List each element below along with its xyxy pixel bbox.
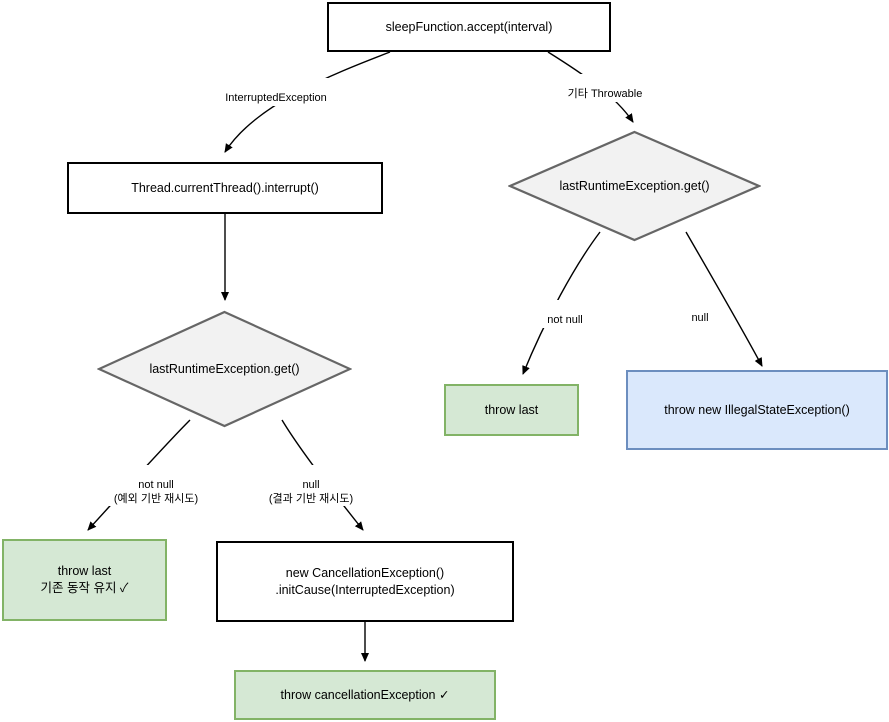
edge-label-left-null: null (결과 기반 재시도): [245, 465, 377, 507]
edge-label-interrupted-exception: InterruptedException: [215, 78, 337, 106]
node-decision-left[interactable]: lastRuntimeException.get(): [97, 310, 352, 428]
node-throw-cancellation-exception-label: throw cancellationException ✓: [280, 687, 450, 702]
node-thread-interrupt-label: Thread.currentThread().interrupt(): [131, 180, 319, 195]
node-throw-illegal-state[interactable]: throw new IllegalStateException(): [626, 370, 888, 450]
edge-label-other-throwable: 기타 Throwable: [556, 74, 654, 102]
edge-label-right-null: null: [678, 298, 722, 326]
edge-label-left-null-text: null (결과 기반 재시도): [268, 478, 354, 505]
node-throw-last-left[interactable]: throw last 기존 동작 유지 ✓: [2, 539, 167, 621]
node-new-cancellation-exception[interactable]: new CancellationException() .initCause(I…: [216, 541, 514, 622]
edge-label-right-not-null: not null: [534, 300, 596, 328]
node-throw-last-right-label: throw last: [484, 402, 539, 417]
edge-label-left-not-null-text: not null (예외 기반 재시도): [113, 478, 199, 505]
edge-label-right-not-null-text: not null: [547, 313, 583, 326]
edge-label-other-throwable-text: 기타 Throwable: [567, 87, 643, 100]
edge-label-left-not-null: not null (예외 기반 재시도): [90, 465, 222, 507]
node-throw-cancellation-exception[interactable]: throw cancellationException ✓: [234, 670, 496, 720]
node-throw-last-right[interactable]: throw last: [444, 384, 579, 436]
node-decision-left-label: lastRuntimeException.get(): [149, 362, 300, 376]
node-decision-right[interactable]: lastRuntimeException.get(): [508, 130, 761, 242]
node-thread-interrupt[interactable]: Thread.currentThread().interrupt(): [67, 162, 383, 214]
edge-label-right-null-text: null: [691, 311, 709, 324]
node-start-label: sleepFunction.accept(interval): [385, 19, 553, 34]
node-start[interactable]: sleepFunction.accept(interval): [327, 2, 611, 52]
node-throw-last-left-label: throw last 기존 동작 유지 ✓: [40, 564, 129, 595]
decision-right-shape: [508, 130, 761, 242]
node-throw-illegal-state-label: throw new IllegalStateException(): [664, 402, 850, 417]
edge-label-interrupted-exception-text: InterruptedException: [225, 91, 327, 104]
node-decision-right-label: lastRuntimeException.get(): [559, 179, 710, 193]
node-new-cancellation-exception-label: new CancellationException() .initCause(I…: [275, 565, 455, 597]
decision-left-shape: [97, 310, 352, 428]
